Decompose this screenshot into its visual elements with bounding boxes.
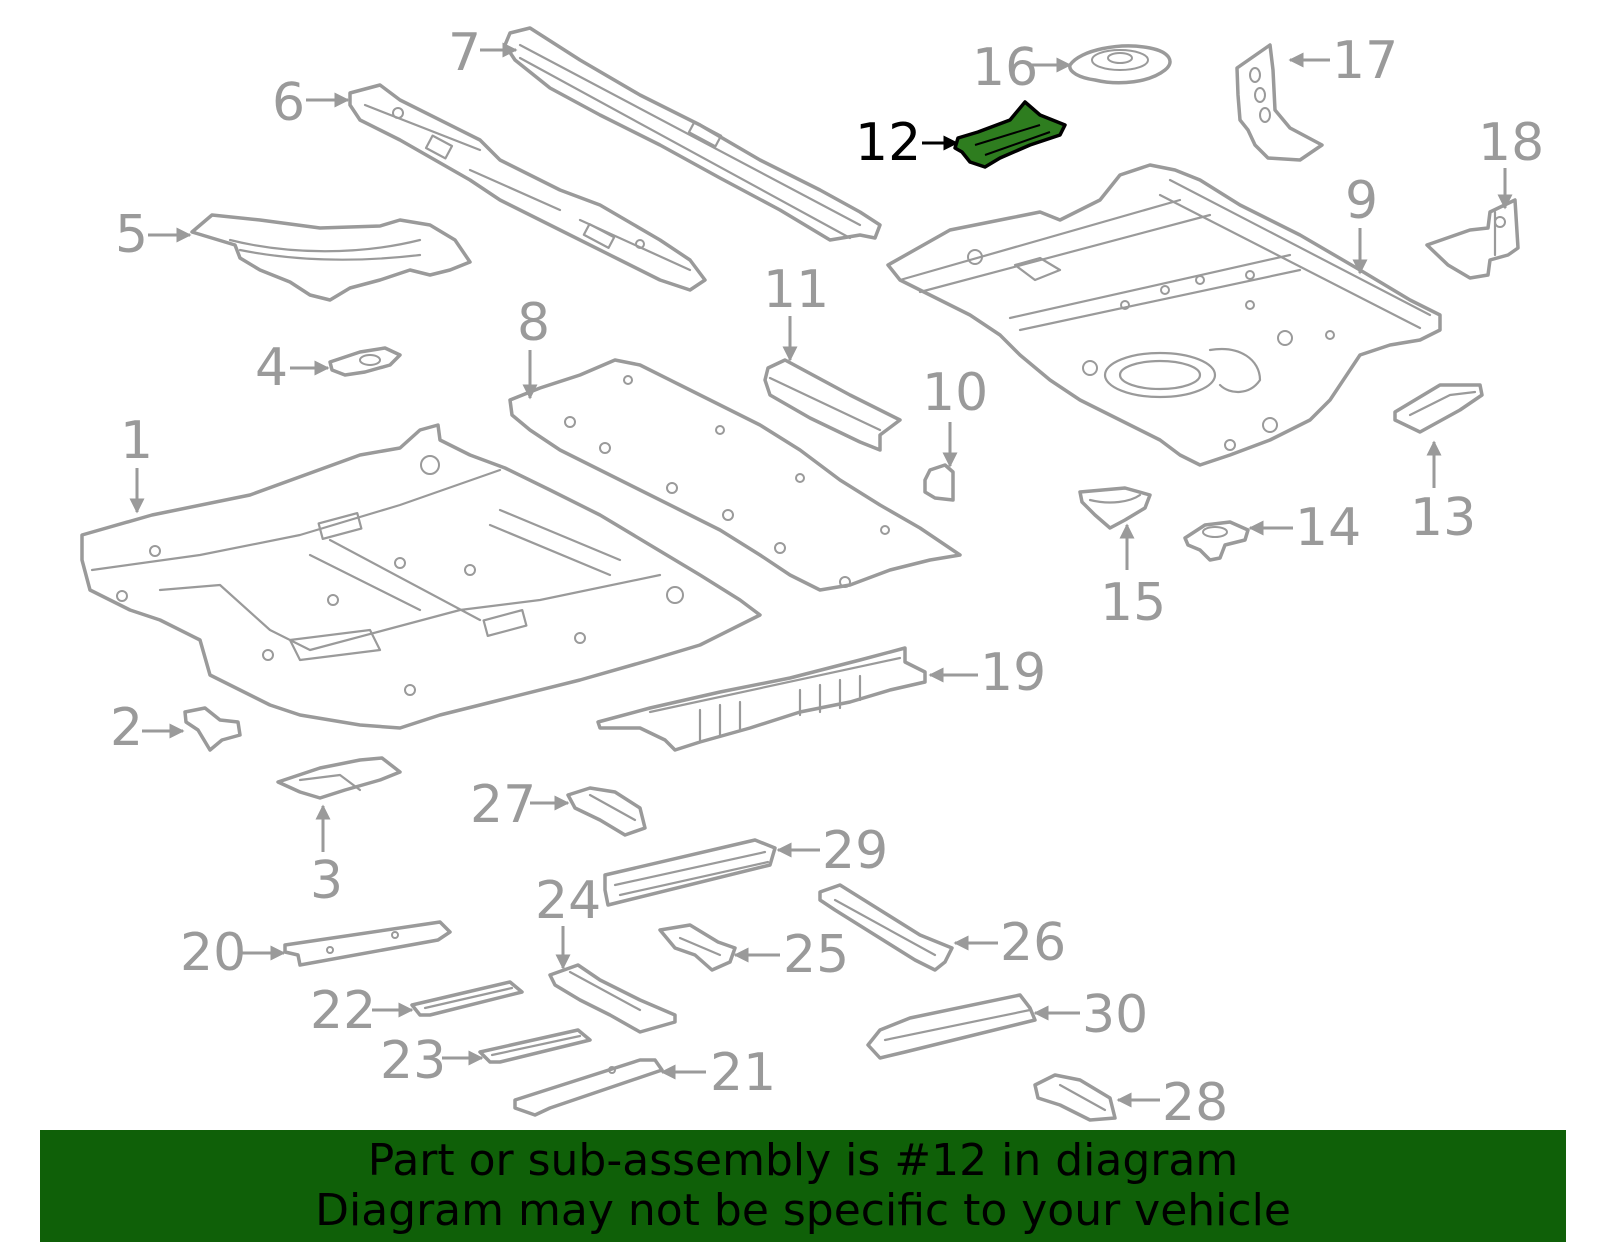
callout-23: 23 [380, 1031, 484, 1091]
callout-19: 19 [928, 643, 1046, 703]
svg-text:16: 16 [972, 38, 1038, 98]
svg-text:8: 8 [517, 293, 550, 353]
part-21-reinforcement[interactable] [513, 1058, 664, 1117]
callout-15: 15 [1100, 523, 1166, 633]
part-16-spring-seat[interactable] [1068, 44, 1172, 85]
part-24-bracket[interactable] [548, 963, 677, 1034]
part-13-bracket[interactable] [1393, 383, 1484, 434]
callout-18: 18 [1478, 113, 1544, 210]
callout-14: 14 [1248, 498, 1361, 558]
svg-text:27: 27 [470, 775, 536, 835]
part-9-rear-floor-pan[interactable] [886, 163, 1442, 467]
svg-text:10: 10 [922, 363, 988, 423]
svg-text:11: 11 [763, 260, 829, 320]
part-14-seat-mount[interactable] [1183, 520, 1250, 562]
part-19-crossmember[interactable] [596, 646, 927, 752]
callout-16: 16 [972, 38, 1072, 98]
svg-text:19: 19 [980, 643, 1046, 703]
svg-text:2: 2 [110, 698, 143, 758]
callout-2: 2 [110, 698, 185, 758]
callout-22: 22 [310, 981, 414, 1041]
banner-line-part-number: Part or sub-assembly is #12 in diagram [367, 1135, 1239, 1186]
svg-text:26: 26 [1000, 913, 1066, 973]
part-18-bracket[interactable] [1425, 198, 1520, 280]
callout-20: 20 [180, 923, 286, 983]
part-26-member[interactable] [818, 883, 954, 972]
svg-text:7: 7 [448, 23, 481, 83]
info-banner: Part or sub-assembly is #12 in diagram D… [40, 1130, 1566, 1242]
callout-26: 26 [953, 913, 1066, 973]
svg-text:18: 18 [1478, 113, 1544, 173]
callout-28: 28 [1116, 1073, 1228, 1133]
callout-3: 3 [310, 804, 343, 911]
callout-30: 30 [1033, 985, 1148, 1045]
part-1-front-floor-pan[interactable] [80, 423, 762, 730]
svg-text:14: 14 [1295, 498, 1361, 558]
part-15-cover[interactable] [1078, 486, 1152, 530]
part-4-cover[interactable] [328, 346, 402, 377]
part-30-member[interactable] [866, 993, 1037, 1060]
part-22-reinforcement[interactable] [410, 980, 524, 1017]
callout-29: 29 [776, 821, 888, 881]
svg-text:23: 23 [380, 1031, 446, 1091]
callout-24: 24 [535, 871, 601, 970]
part-3-floor-patch[interactable] [276, 756, 402, 800]
part-7-floor-member[interactable] [503, 26, 882, 242]
svg-text:29: 29 [822, 821, 888, 881]
svg-text:13: 13 [1410, 488, 1476, 548]
svg-text:25: 25 [783, 925, 849, 985]
callout-21: 21 [660, 1043, 776, 1103]
part-29-member[interactable] [603, 838, 777, 907]
part-8-floor-insulator[interactable] [508, 358, 962, 592]
banner-line-disclaimer: Diagram may not be specific to your vehi… [315, 1185, 1291, 1236]
part-23-reinforcement[interactable] [478, 1028, 592, 1064]
callout-8: 8 [517, 293, 550, 400]
part-2-bracket[interactable] [183, 706, 242, 752]
callout-10: 10 [922, 363, 988, 468]
callout-4: 4 [255, 338, 330, 398]
part-25-bracket[interactable] [658, 923, 737, 972]
part-20-reinforcement[interactable] [283, 920, 452, 967]
svg-text:6: 6 [272, 73, 305, 133]
part-17-bracket[interactable] [1235, 43, 1324, 162]
part-12-highlighted-reinforcement[interactable] [953, 100, 1067, 169]
svg-text:22: 22 [310, 981, 376, 1041]
callout-25: 25 [733, 925, 849, 985]
callout-13: 13 [1410, 440, 1476, 548]
part-28-bracket[interactable] [1033, 1073, 1117, 1122]
part-11-crossmember[interactable] [763, 358, 902, 452]
callout-27: 27 [470, 775, 570, 835]
svg-text:24: 24 [535, 871, 601, 931]
callout-1: 1 [120, 411, 153, 514]
svg-text:12: 12 [855, 113, 921, 173]
svg-text:15: 15 [1100, 573, 1166, 633]
svg-text:3: 3 [310, 851, 343, 911]
callout-9: 9 [1345, 171, 1378, 275]
svg-text:21: 21 [710, 1043, 776, 1103]
callout-11: 11 [763, 260, 829, 362]
svg-text:28: 28 [1162, 1073, 1228, 1133]
callout-7: 7 [448, 23, 518, 83]
svg-text:4: 4 [255, 338, 288, 398]
callout-5: 5 [115, 205, 192, 265]
callout-6: 6 [272, 73, 350, 133]
svg-text:5: 5 [115, 205, 148, 265]
callout-17: 17 [1288, 31, 1398, 91]
svg-text:17: 17 [1332, 31, 1398, 91]
part-6-floor-rail[interactable] [348, 83, 707, 292]
part-5-wheelhouse-panel[interactable] [190, 213, 472, 302]
part-27-bracket[interactable] [566, 786, 647, 837]
svg-text:30: 30 [1082, 985, 1148, 1045]
svg-text:20: 20 [180, 923, 246, 983]
callout-12-highlighted: 12 [855, 113, 959, 173]
svg-text:1: 1 [120, 411, 153, 471]
part-10-cover-plate[interactable] [923, 463, 955, 502]
svg-text:9: 9 [1345, 171, 1378, 231]
